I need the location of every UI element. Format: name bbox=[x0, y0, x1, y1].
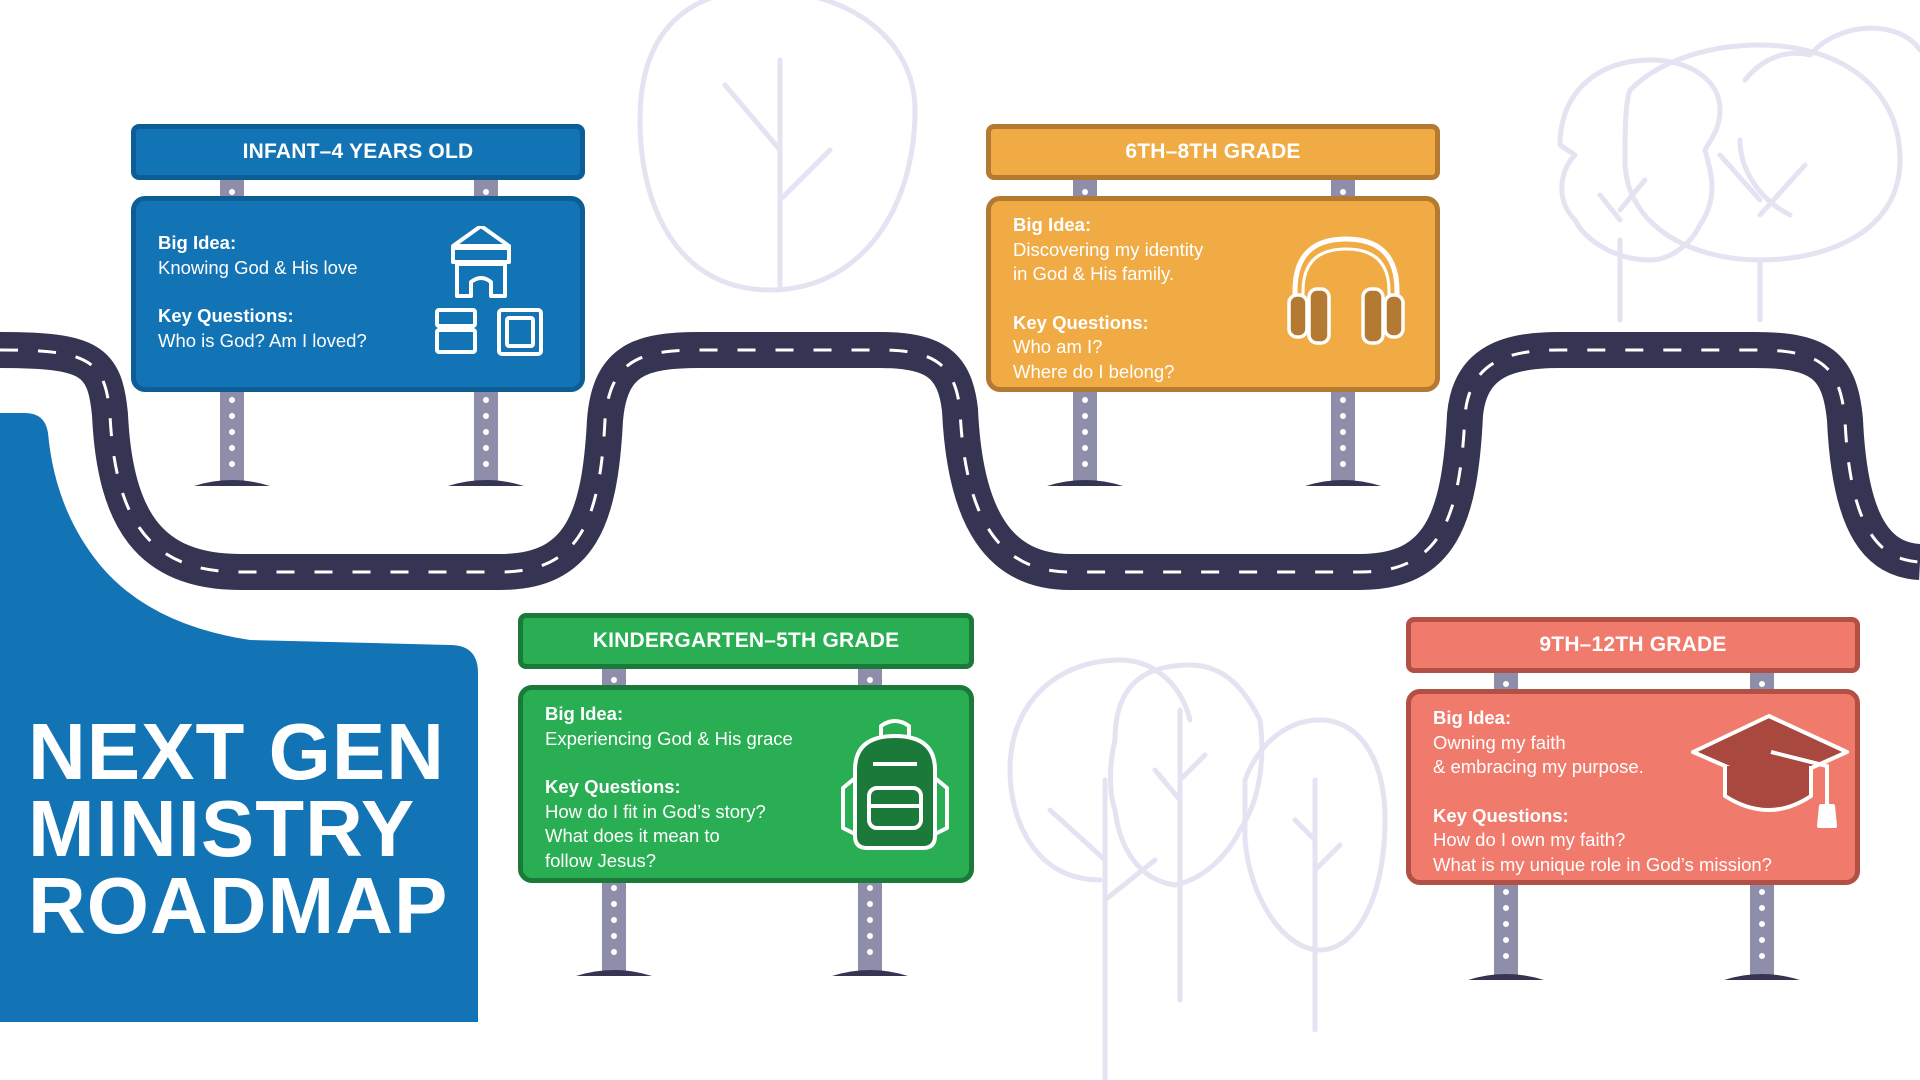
stage-sign: Big Idea: Owning my faith & embracing my… bbox=[1406, 689, 1860, 885]
big-idea-text: & embracing my purpose. bbox=[1433, 756, 1644, 777]
big-idea-text: in God & His family. bbox=[1013, 263, 1175, 284]
big-idea-label: Big Idea: bbox=[1433, 707, 1512, 728]
graduation-cap-icon bbox=[1691, 714, 1849, 828]
title-background bbox=[0, 413, 478, 1022]
building-blocks-icon bbox=[435, 226, 543, 356]
stage-header: KINDERGARTEN–5TH GRADE bbox=[518, 613, 974, 669]
big-idea-text: Experiencing God & His grace bbox=[545, 727, 793, 749]
stage-sign: Big Idea: Discovering my identity in God… bbox=[986, 196, 1440, 392]
key-questions-label: Key Questions: bbox=[1013, 311, 1149, 333]
stage-text: Big Idea: Owning my faith & embracing my… bbox=[1433, 706, 1772, 877]
road bbox=[0, 332, 1920, 590]
backpack-icon bbox=[841, 719, 949, 850]
stage-text: Big Idea: Discovering my identity in God… bbox=[1013, 213, 1203, 384]
title-line: ROADMAP bbox=[28, 861, 449, 950]
big-idea-label: Big Idea: bbox=[545, 703, 624, 724]
key-questions-text: follow Jesus? bbox=[545, 849, 657, 871]
stage-sign: Big Idea: Knowing God & His love Key Que… bbox=[131, 196, 585, 392]
key-questions-text: Who is God? Am I loved? bbox=[158, 329, 367, 351]
key-questions-text: Who am I? bbox=[1013, 336, 1103, 357]
stage-text: Big Idea: Knowing God & His love Key Que… bbox=[158, 231, 367, 353]
key-questions-text: How do I fit in God’s story? bbox=[545, 800, 766, 822]
big-idea-text: Discovering my identity bbox=[1013, 238, 1204, 260]
stage-text: Big Idea: Experiencing God & His grace K… bbox=[545, 702, 793, 873]
stage-header: 9TH–12TH GRADE bbox=[1406, 617, 1860, 673]
key-questions-label: Key Questions: bbox=[158, 305, 294, 326]
big-idea-text: Owning my faith bbox=[1433, 731, 1566, 753]
tree-icon bbox=[1242, 717, 1388, 1033]
key-questions-label: Key Questions: bbox=[545, 776, 681, 797]
tree-icon bbox=[1557, 57, 1723, 323]
key-questions-text: What does it mean to bbox=[545, 825, 720, 846]
big-idea-text: Knowing God & His love bbox=[158, 256, 358, 278]
key-questions-text: How do I own my faith? bbox=[1433, 829, 1626, 850]
tree-icon bbox=[1622, 42, 1903, 323]
title-line: MINISTRY bbox=[28, 784, 416, 873]
tree-icon bbox=[637, 0, 918, 293]
tree-icon bbox=[1007, 657, 1193, 1080]
headphones-icon bbox=[1287, 236, 1405, 345]
big-idea-label: Big Idea: bbox=[158, 232, 237, 253]
stage-sign: Big Idea: Experiencing God & His grace K… bbox=[518, 685, 974, 883]
key-questions-label: Key Questions: bbox=[1433, 804, 1569, 826]
background-trees bbox=[637, 0, 1920, 1080]
key-questions-text: What is my unique role in God’s mission? bbox=[1433, 853, 1772, 875]
page-title: NEXT GEN MINISTRY ROADMAP bbox=[28, 707, 449, 950]
stage-header: 6TH–8TH GRADE bbox=[986, 124, 1440, 180]
title-line: NEXT GEN bbox=[28, 707, 445, 796]
big-idea-label: Big Idea: bbox=[1013, 214, 1092, 235]
key-questions-text: Where do I belong? bbox=[1013, 360, 1175, 382]
stage-header: INFANT–4 YEARS OLD bbox=[131, 124, 585, 180]
